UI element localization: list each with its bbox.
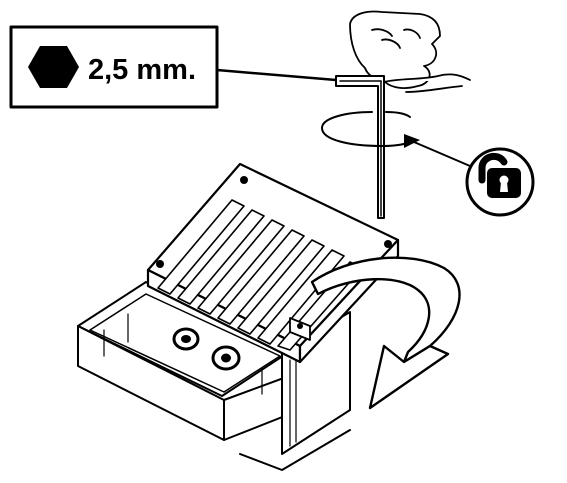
lid-hinge	[289, 317, 311, 341]
open-lid-arrow	[310, 256, 461, 410]
padlock-pointer-line	[413, 141, 471, 167]
cable-gland-right	[211, 345, 241, 371]
hex-key-size-label: 2,5 mm.	[88, 54, 196, 86]
cable-gland-left	[172, 327, 200, 351]
hexagon-icon	[28, 46, 79, 88]
allen-key	[335, 75, 385, 219]
hand-illustration	[349, 10, 471, 93]
rotation-arrow	[321, 111, 420, 148]
heatsink-fins	[157, 199, 363, 351]
hex-key-size-callout: 2,5 mm.	[9, 25, 338, 109]
unlocked-padlock-icon	[465, 147, 535, 217]
